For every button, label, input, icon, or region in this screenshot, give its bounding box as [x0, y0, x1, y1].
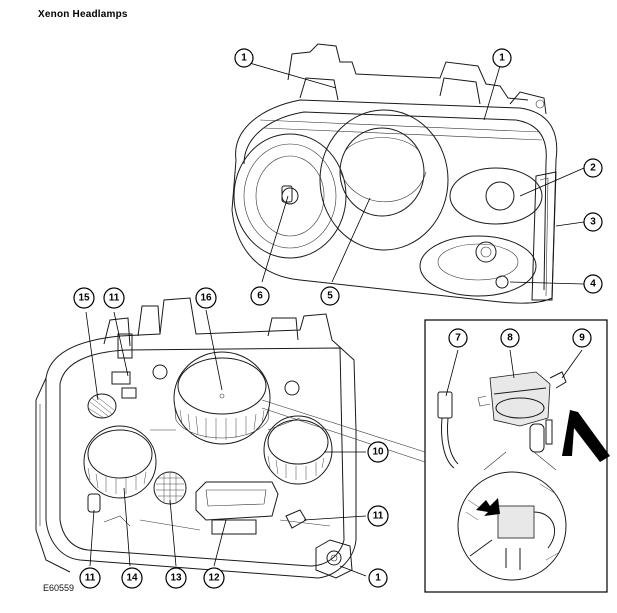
- callout-6: 6: [250, 286, 270, 306]
- page-title: Xenon Headlamps: [38, 9, 128, 20]
- callout-3: 3: [583, 212, 603, 232]
- figure-code: E60559: [43, 583, 75, 593]
- callout-10: 10: [367, 441, 389, 463]
- svg-text:1: 1: [375, 573, 381, 584]
- leader-lines: [85, 61, 585, 577]
- callout-12: 12: [203, 567, 225, 589]
- callout-11-c: 11: [79, 567, 101, 589]
- callout-14: 14: [121, 567, 143, 589]
- callout-1-a: 1: [234, 48, 254, 68]
- svg-text:11: 11: [373, 511, 384, 522]
- svg-text:5: 5: [327, 291, 333, 302]
- callout-8: 8: [500, 328, 520, 348]
- svg-text:1: 1: [241, 53, 247, 64]
- callout-1-b: 1: [492, 48, 512, 68]
- callout-1-c: 1: [368, 568, 388, 588]
- callout-4: 4: [583, 274, 603, 294]
- headlamp-rear-view: [35, 297, 357, 579]
- svg-text:1: 1: [499, 53, 505, 64]
- bulb-inset: [261, 319, 610, 593]
- callout-11-b: 11: [367, 505, 389, 527]
- svg-text:11: 11: [85, 573, 96, 584]
- callout-9: 9: [572, 328, 592, 348]
- svg-text:10: 10: [372, 447, 384, 458]
- svg-text:8: 8: [507, 333, 513, 344]
- svg-text:2: 2: [590, 163, 596, 174]
- headlamp-front-view: [231, 43, 558, 304]
- svg-text:16: 16: [200, 293, 212, 304]
- callout-16: 16: [195, 287, 217, 309]
- svg-text:4: 4: [590, 279, 596, 290]
- svg-text:13: 13: [170, 573, 182, 584]
- svg-text:12: 12: [208, 573, 220, 584]
- callout-11-a: 11: [103, 287, 125, 309]
- svg-text:11: 11: [109, 293, 120, 304]
- svg-text:7: 7: [455, 333, 461, 344]
- svg-text:3: 3: [590, 217, 596, 228]
- callout-15: 15: [73, 287, 95, 309]
- svg-text:14: 14: [126, 573, 138, 584]
- svg-text:15: 15: [78, 293, 90, 304]
- callouts: 1 1 2 3 4 5 6 15 11 16 7 8 9 10 11 11 14…: [73, 48, 603, 589]
- callout-2: 2: [583, 158, 603, 178]
- callout-7: 7: [448, 328, 468, 348]
- callout-5: 5: [320, 286, 340, 306]
- svg-text:9: 9: [579, 333, 585, 344]
- callout-13: 13: [165, 567, 187, 589]
- svg-text:6: 6: [257, 291, 263, 302]
